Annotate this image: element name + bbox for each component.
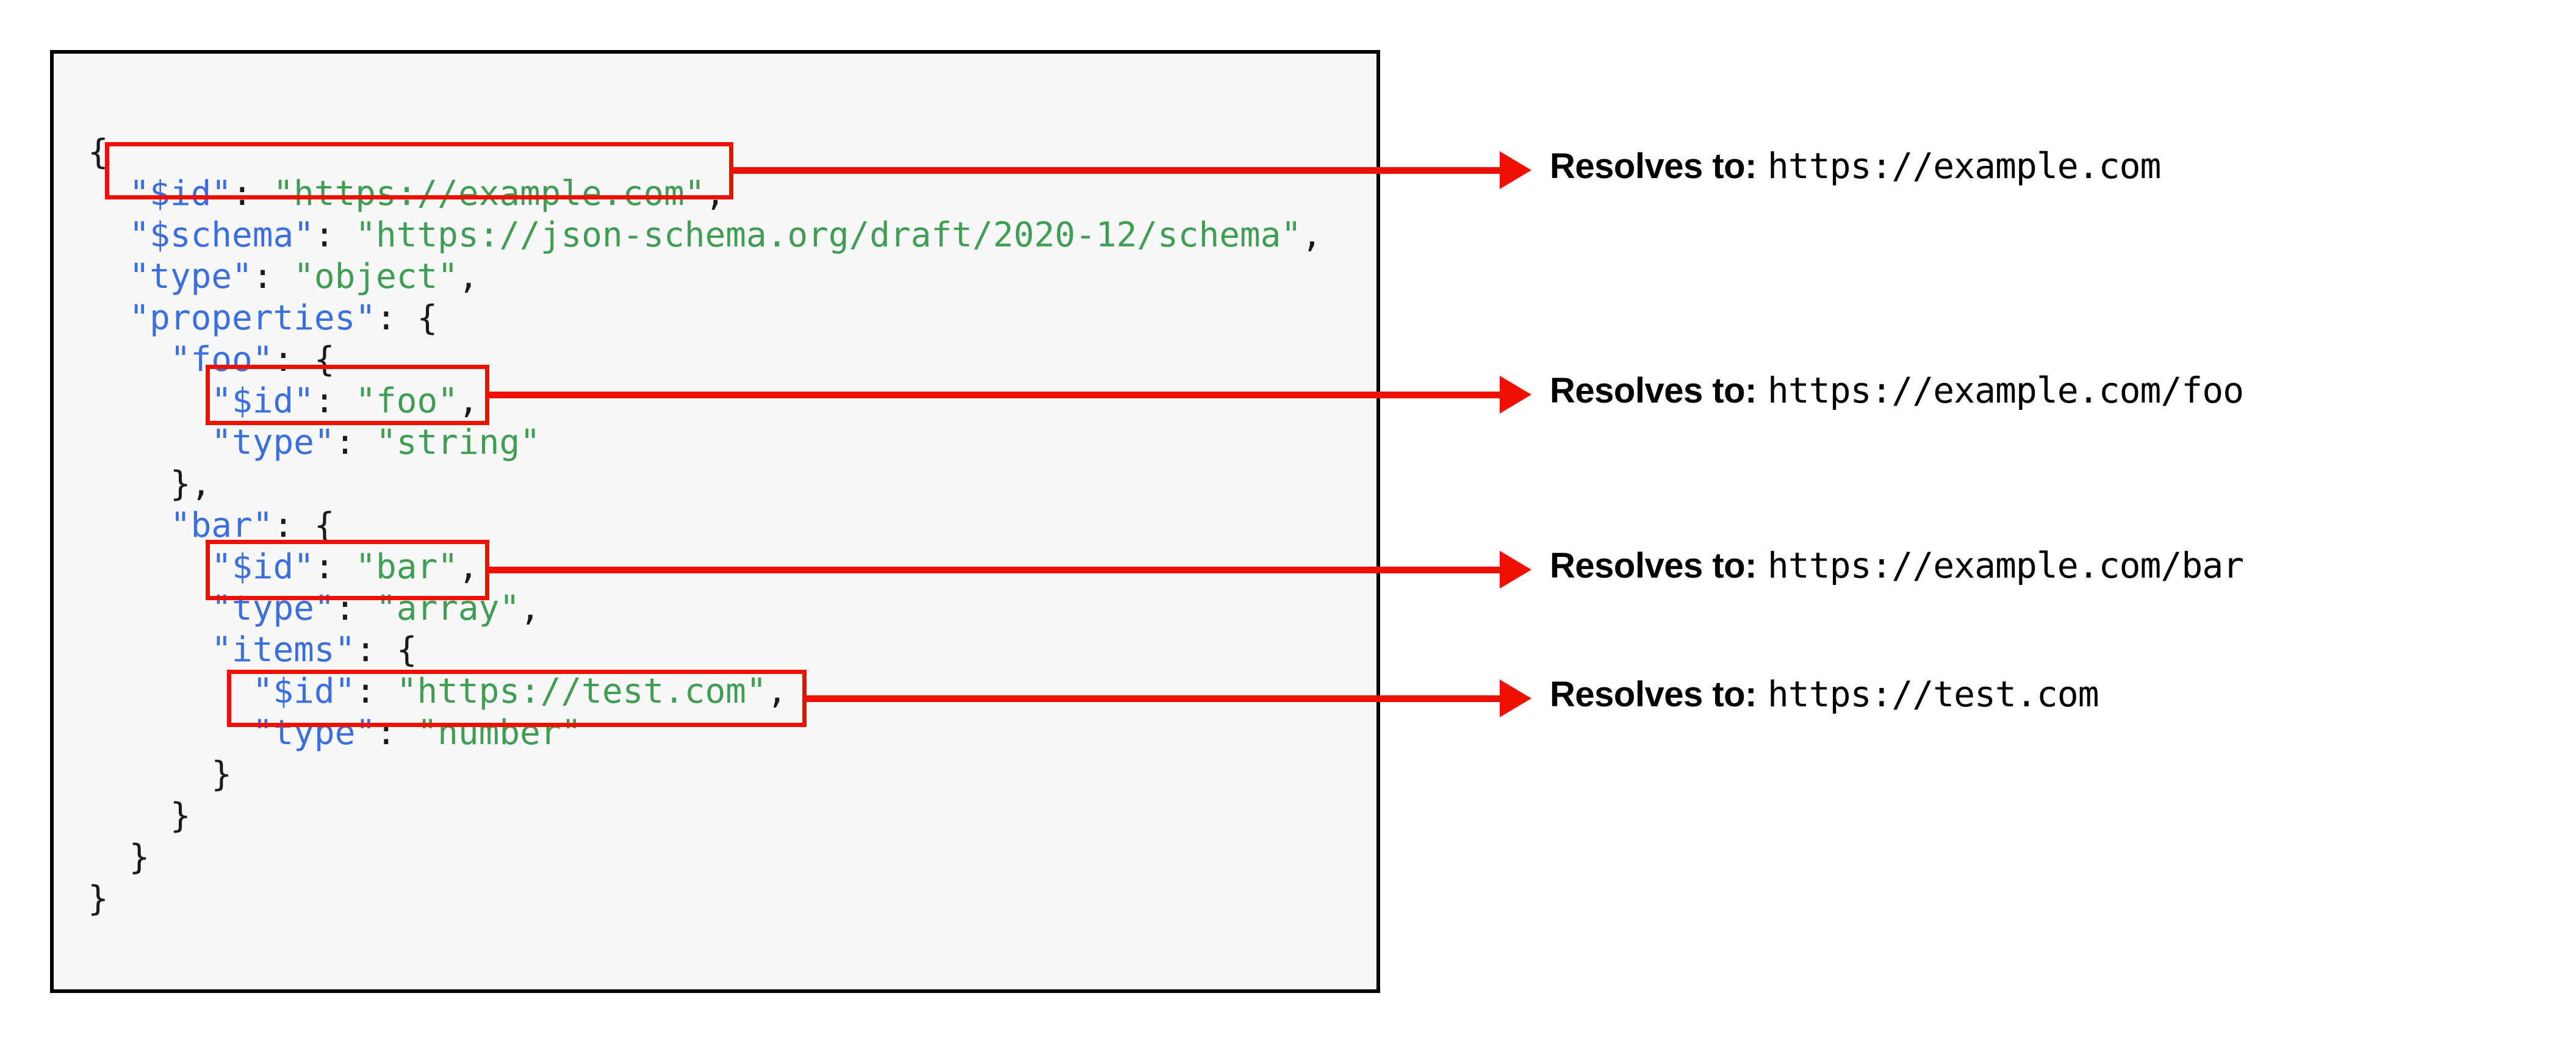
code-token: }	[129, 837, 150, 877]
arrow-head-id-foo	[1500, 376, 1531, 414]
code-line: "$id": "foo",	[88, 381, 1322, 422]
code-token: "type"	[211, 423, 335, 462]
code-token: "$id"	[211, 547, 314, 587]
code-line: "$id": "https://example.com",	[88, 173, 1322, 215]
code-token: ,	[458, 381, 479, 421]
code-token: "foo"	[170, 340, 273, 379]
annotation-label: Resolves to:	[1550, 146, 1757, 186]
code-token: "object"	[293, 257, 458, 296]
annotation-label: Resolves to:	[1550, 675, 1757, 714]
code-token: "bar"	[355, 547, 458, 587]
code-line: "foo": {	[88, 339, 1322, 381]
code-token: :	[314, 381, 356, 421]
code-token: :	[314, 547, 356, 587]
annotation-url: https://example.com/bar	[1767, 545, 2244, 586]
code-token: :	[232, 174, 273, 213]
json-schema-code-block: { "$id": "https://example.com", "$schema…	[88, 132, 1322, 920]
code-token: :	[314, 215, 356, 255]
code-token: }	[211, 754, 232, 794]
annotation-resolves-bar: Resolves to:https://example.com/bar	[1550, 545, 2244, 586]
code-line: "items": {	[88, 629, 1322, 671]
code-token: "array"	[376, 589, 520, 628]
code-token: "$id"	[252, 672, 356, 711]
arrow-line-id-bar	[488, 567, 1501, 573]
code-token: : {	[273, 506, 335, 545]
annotation-resolves-foo: Resolves to: https://example.com/foo	[1550, 370, 2244, 411]
code-token: "$schema"	[129, 215, 314, 255]
arrow-head-id-items	[1500, 679, 1531, 717]
annotation-url: https://example.com	[1767, 145, 2161, 187]
code-line: "type": "string"	[88, 422, 1322, 464]
arrow-line-id-items	[805, 695, 1501, 702]
code-token: ,	[458, 257, 479, 296]
code-token: }	[170, 796, 191, 836]
code-token: :	[252, 257, 294, 296]
code-token: ,	[1301, 215, 1322, 255]
code-token: "bar"	[170, 506, 273, 545]
arrow-head-id-root	[1500, 151, 1531, 189]
code-line: },	[88, 464, 1322, 505]
annotation-label: Resolves to:	[1550, 371, 1757, 410]
arrow-line-id-foo	[488, 392, 1501, 398]
json-schema-code-panel: { "$id": "https://example.com", "$schema…	[50, 50, 1380, 993]
code-line: "type": "object",	[88, 256, 1322, 298]
code-token: ,	[520, 589, 541, 628]
code-token: "https://json-schema.org/draft/2020-12/s…	[355, 215, 1302, 255]
code-token: "type"	[129, 257, 253, 296]
code-token: : {	[273, 340, 335, 379]
code-line: "$id": "bar",	[88, 547, 1322, 588]
code-token: "type"	[211, 589, 335, 628]
arrow-head-id-bar	[1500, 551, 1531, 589]
code-line: }	[88, 837, 1322, 878]
annotation-url: https://example.com/foo	[1767, 370, 2244, 411]
code-token: :	[355, 672, 397, 711]
code-line: "bar": {	[88, 505, 1322, 547]
code-token: {	[88, 132, 109, 172]
code-token: "string"	[376, 423, 541, 462]
code-token: :	[334, 589, 376, 628]
code-token: : {	[376, 298, 438, 338]
code-token: "https://example.com"	[273, 174, 705, 213]
annotation-url: https://test.com	[1767, 673, 2099, 715]
code-token: "properties"	[129, 298, 376, 338]
code-token: "type"	[252, 713, 376, 753]
code-line: "$schema": "https://json-schema.org/draf…	[88, 215, 1322, 256]
code-token: }	[88, 879, 109, 919]
code-token: ,	[458, 547, 479, 587]
code-line: "type": "array",	[88, 588, 1322, 629]
code-token: "items"	[211, 630, 356, 670]
code-token: :	[376, 713, 417, 753]
code-token: "$id"	[129, 174, 232, 213]
code-token: :	[334, 423, 376, 462]
code-token: "number"	[417, 713, 582, 753]
code-token: ,	[705, 174, 726, 213]
code-token: : {	[355, 630, 417, 670]
arrow-line-id-root	[732, 167, 1501, 174]
code-line: }	[88, 795, 1322, 837]
code-token: "https://test.com"	[396, 672, 767, 711]
code-token: ,	[766, 672, 788, 711]
annotation-resolves-items: Resolves to: https://test.com	[1550, 676, 2099, 712]
code-line: "$id": "https://test.com",	[88, 671, 1322, 712]
code-line: }	[88, 878, 1322, 920]
code-token: "$id"	[211, 381, 314, 421]
annotation-label: Resolves to:	[1550, 546, 1757, 586]
code-line: }	[88, 754, 1322, 795]
code-line: "type": "number"	[88, 712, 1322, 754]
code-line: "properties": {	[88, 298, 1322, 339]
code-token: "foo"	[355, 381, 458, 421]
annotation-resolves-root: Resolves to:https://example.com	[1550, 145, 2161, 187]
code-token: },	[170, 464, 212, 504]
